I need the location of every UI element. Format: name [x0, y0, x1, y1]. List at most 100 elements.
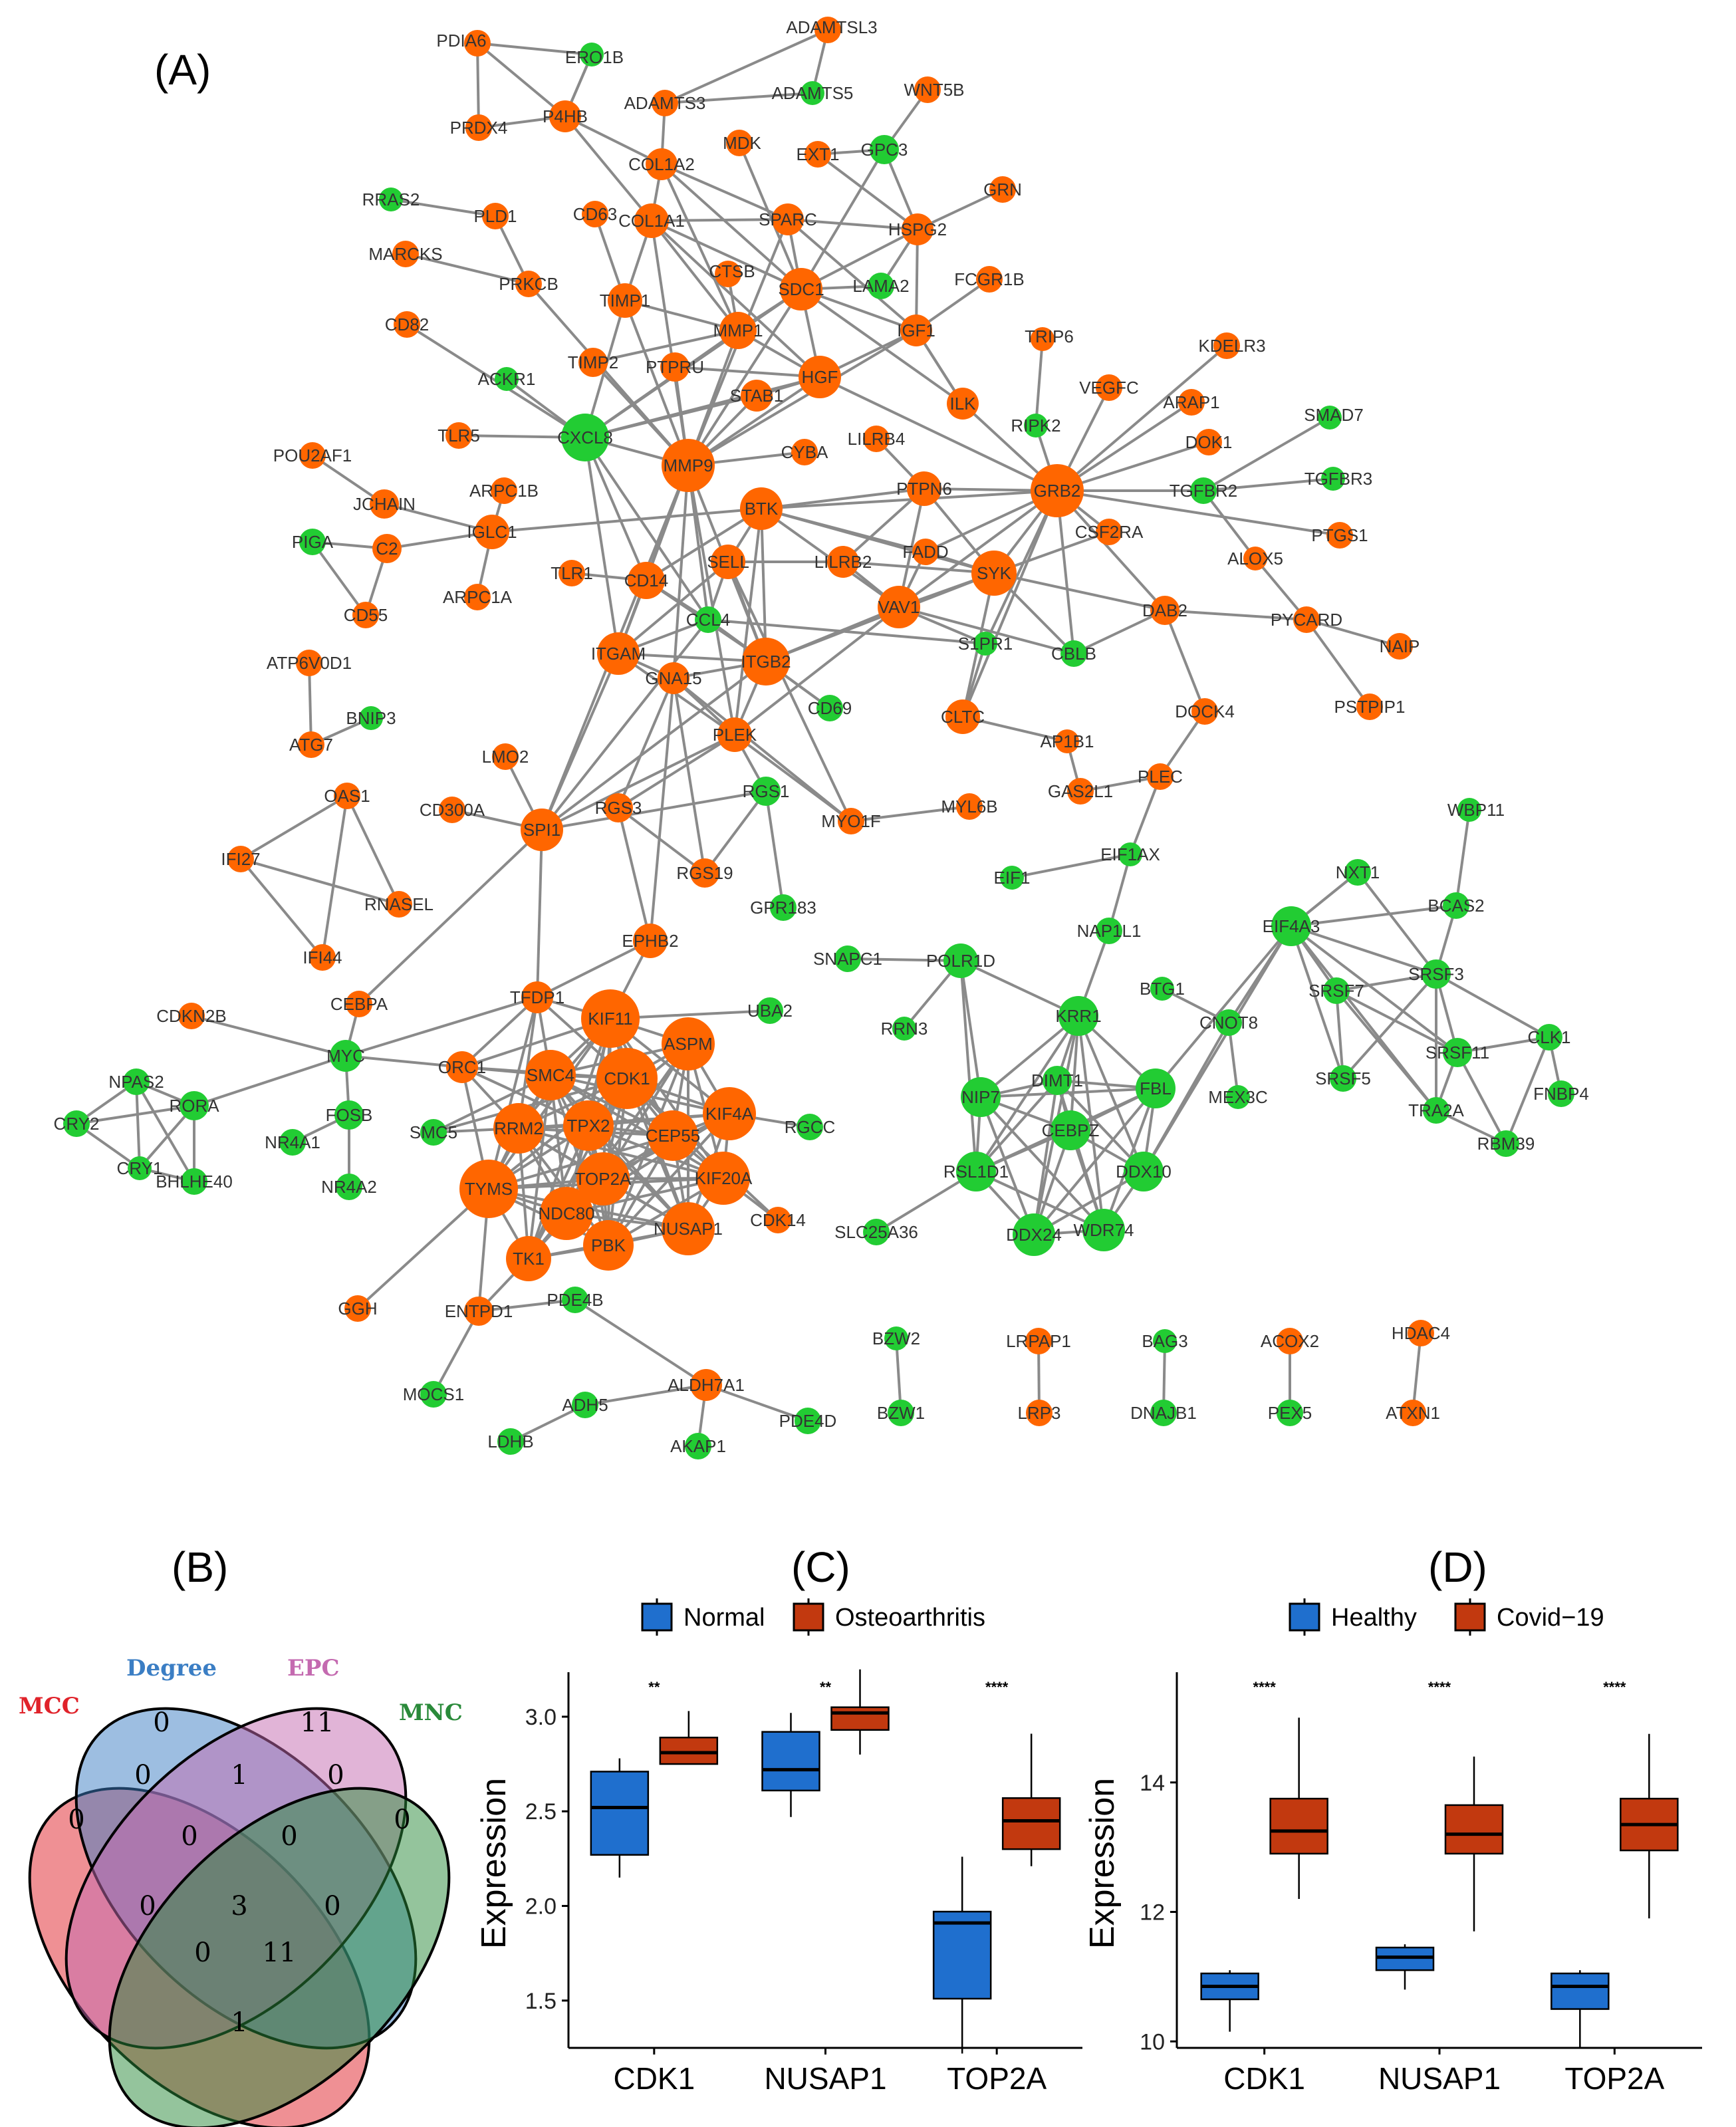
- y-axis-title: Expression: [1083, 1778, 1122, 1949]
- node-label: AP1B1: [1041, 731, 1094, 751]
- node-label: CDK1: [604, 1068, 650, 1088]
- node-circle: [816, 695, 843, 721]
- network-edge: [660, 163, 803, 291]
- network-edge: [898, 489, 1058, 608]
- node-circle: [1457, 798, 1481, 822]
- network-edge: [346, 795, 400, 905]
- node-circle: [420, 1381, 447, 1408]
- node-circle: [799, 356, 841, 398]
- network-edge: [1056, 1079, 1145, 1173]
- network-node: SMC4: [525, 1050, 576, 1100]
- node-label: RBM39: [1477, 1134, 1535, 1154]
- network-node: PLEC: [1138, 763, 1183, 790]
- network-node: POU2AF1: [273, 442, 352, 469]
- node-circle: [888, 1400, 914, 1426]
- node-label: BHLHE40: [156, 1172, 233, 1191]
- node-label: UBA2: [747, 1001, 793, 1021]
- network-edge: [674, 366, 820, 378]
- node-circle: [1150, 596, 1179, 625]
- node-circle: [870, 135, 899, 164]
- network-node: BTG1: [1140, 977, 1185, 1001]
- network-node: TOP2A: [575, 1152, 632, 1205]
- network-node: SMAD7: [1304, 405, 1364, 430]
- network-node: BZW1: [877, 1400, 925, 1426]
- network-node: TLR1: [551, 560, 593, 586]
- network-node: P4HB: [543, 100, 588, 132]
- network-edge: [405, 253, 529, 285]
- network-node: OAS1: [324, 783, 370, 809]
- venn-count: 1: [231, 1760, 247, 1791]
- node-label: GGH: [338, 1299, 377, 1318]
- network-edge: [760, 508, 767, 662]
- network-edge: [1080, 775, 1161, 793]
- node-label: ATG7: [289, 735, 333, 755]
- network-node: CD300A: [420, 797, 485, 823]
- network-node: TFDP1: [510, 981, 564, 1013]
- node-circle: [1136, 1068, 1176, 1108]
- node-circle: [741, 380, 773, 412]
- network-node: AP1B1: [1041, 729, 1094, 753]
- node-circle: [757, 997, 783, 1024]
- node-label: SELL: [707, 552, 749, 572]
- node-label: ILK: [949, 394, 976, 414]
- box-body: [932, 1910, 992, 2000]
- node-label: EIF1: [994, 868, 1031, 888]
- node-label: KDELR3: [1198, 336, 1265, 356]
- legend-key: [1289, 1602, 1320, 1632]
- network-node: DDX10: [1116, 1152, 1172, 1191]
- node-label: RRAS2: [362, 189, 420, 209]
- network-edge: [1164, 609, 1307, 621]
- node-label: EIF4A3: [1263, 916, 1320, 936]
- node-label: TOP2A: [575, 1169, 632, 1189]
- node-circle: [128, 1156, 152, 1180]
- node-circle: [561, 414, 609, 461]
- network-edge: [584, 436, 709, 621]
- network-node: TGFBR3: [1304, 467, 1372, 491]
- network-node: CD55: [344, 602, 388, 628]
- network-edge: [962, 715, 1068, 743]
- network-node: TIMP1: [600, 283, 650, 318]
- network-node: CD82: [385, 311, 429, 338]
- network-edge: [979, 1096, 1035, 1235]
- network-node: ATP6V0D1: [267, 650, 352, 676]
- network-node: VEGFC: [1079, 374, 1139, 401]
- node-circle: [446, 1051, 478, 1083]
- node-circle: [1226, 1085, 1250, 1109]
- node-circle: [717, 717, 752, 752]
- network-edge: [617, 807, 706, 874]
- network-node: ARPC1B: [469, 477, 539, 504]
- node-circle: [1443, 1038, 1472, 1067]
- network-node: IGF1: [897, 314, 935, 346]
- node-label: MDK: [723, 133, 761, 153]
- network-edge: [915, 229, 919, 331]
- node-circle: [1096, 374, 1122, 401]
- box: [761, 1713, 820, 1817]
- node-label: SNAPC1: [813, 949, 882, 969]
- node-label: CLTC: [941, 707, 985, 727]
- node-circle: [971, 551, 1017, 596]
- node-label: TK1: [513, 1249, 545, 1269]
- network-edge: [1142, 1022, 1230, 1172]
- network-node: TYMS: [459, 1160, 518, 1218]
- y-tick-label: 12: [1140, 1900, 1165, 1926]
- network-node: RGCC: [785, 1114, 835, 1140]
- node-label: MYO1F: [821, 811, 881, 831]
- network-edge: [1336, 973, 1437, 992]
- network-node: NR4A1: [265, 1129, 320, 1156]
- x-tick-label: CDK1: [1223, 2061, 1305, 2096]
- node-label: PDE4B: [547, 1290, 603, 1310]
- network-node: CYBA: [781, 439, 828, 465]
- network-node: GNA15: [645, 662, 702, 694]
- node-circle: [578, 348, 608, 377]
- network-node: RGS1: [743, 777, 789, 806]
- node-circle: [123, 1068, 150, 1095]
- network-edge: [1335, 989, 1437, 1112]
- network-edge: [1306, 618, 1400, 648]
- node-circle: [989, 176, 1016, 203]
- network-node: MEX3C: [1208, 1085, 1268, 1109]
- network-node: MMP9: [662, 439, 715, 492]
- node-circle: [945, 699, 980, 734]
- network-node: BCAS2: [1427, 892, 1485, 919]
- network-node: LILRB4: [848, 426, 905, 452]
- network-node: ARAP1: [1163, 389, 1220, 416]
